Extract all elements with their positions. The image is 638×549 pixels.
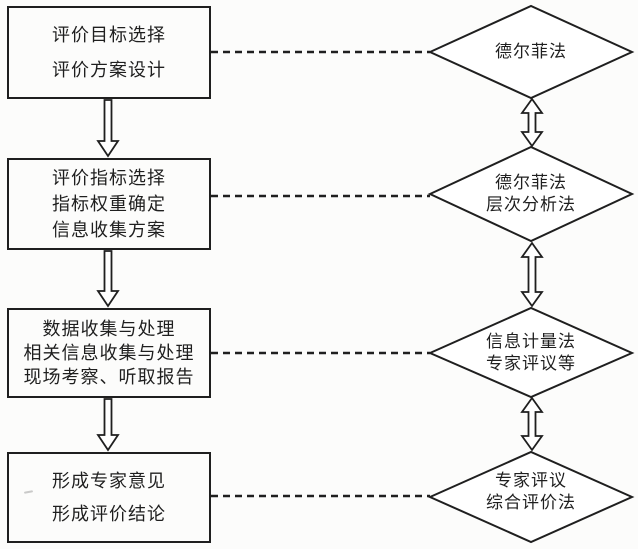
double-arrow-1 — [520, 97, 544, 148]
down-arrow-3 — [96, 398, 120, 452]
method-diamond-1 — [427, 4, 635, 100]
down-arrow-2 — [96, 250, 120, 308]
method-line: 专家评议 — [495, 471, 567, 490]
process-step-line: 评价目标选择 — [52, 24, 166, 45]
process-box-4: 形成专家意见 形成评价结论 — [7, 452, 211, 543]
method-diamond-2 — [427, 145, 635, 243]
process-step-line: 指标权重确定 — [52, 194, 166, 214]
process-step-line: 评价方案设计 — [52, 59, 166, 80]
method-label-3: 信息计量法 专家评议等 — [431, 331, 631, 375]
down-arrow-1 — [96, 99, 120, 158]
process-step-line: 相关信息收集与处理 — [23, 343, 195, 363]
method-line: 德尔菲法 — [495, 173, 567, 192]
method-label-2: 德尔菲法 层次分析法 — [431, 172, 631, 216]
process-box-3: 数据收集与处理 相关信息收集与处理 现场考察、听取报告 — [7, 308, 211, 398]
method-line: 德尔菲法 — [495, 42, 567, 61]
double-arrow-2 — [520, 241, 544, 308]
process-step-line: 信息收集方案 — [52, 220, 166, 240]
process-step-line: 评价指标选择 — [52, 168, 166, 188]
process-box-2: 评价指标选择 指标权重确定 信息收集方案 — [7, 158, 211, 250]
method-line: 专家评议等 — [486, 354, 576, 373]
method-diamond-4 — [427, 450, 635, 544]
double-arrow-3 — [520, 396, 544, 452]
process-step-line: 形成评价结论 — [52, 503, 166, 524]
method-label-1: 德尔菲法 — [431, 41, 631, 63]
process-step-line: 形成专家意见 — [52, 470, 166, 491]
method-diamond-3 — [427, 306, 635, 399]
method-line: 综合评价法 — [486, 493, 576, 512]
process-step-line: 数据收集与处理 — [42, 319, 176, 339]
method-label-4: 专家评议 综合评价法 — [431, 470, 631, 514]
process-step-line: 现场考察、听取报告 — [23, 367, 195, 387]
method-line: 信息计量法 — [486, 332, 576, 351]
process-box-1: 评价目标选择 评价方案设计 — [7, 6, 211, 99]
method-line: 层次分析法 — [486, 195, 576, 214]
